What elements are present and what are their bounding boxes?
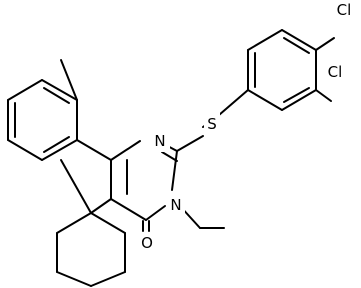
sulfur-label: S — [207, 115, 217, 133]
bond-lines — [7, 29, 335, 287]
atom-labels: Cl Cl S N N O — [138, 0, 359, 254]
chlorine-side-label: Cl — [328, 63, 343, 81]
nitrogen-ethyl-label: N — [170, 196, 181, 214]
nitrogen-ring-label: N — [154, 132, 165, 150]
chlorine-top-label: Cl — [337, 1, 352, 19]
oxygen-label: O — [141, 234, 153, 252]
